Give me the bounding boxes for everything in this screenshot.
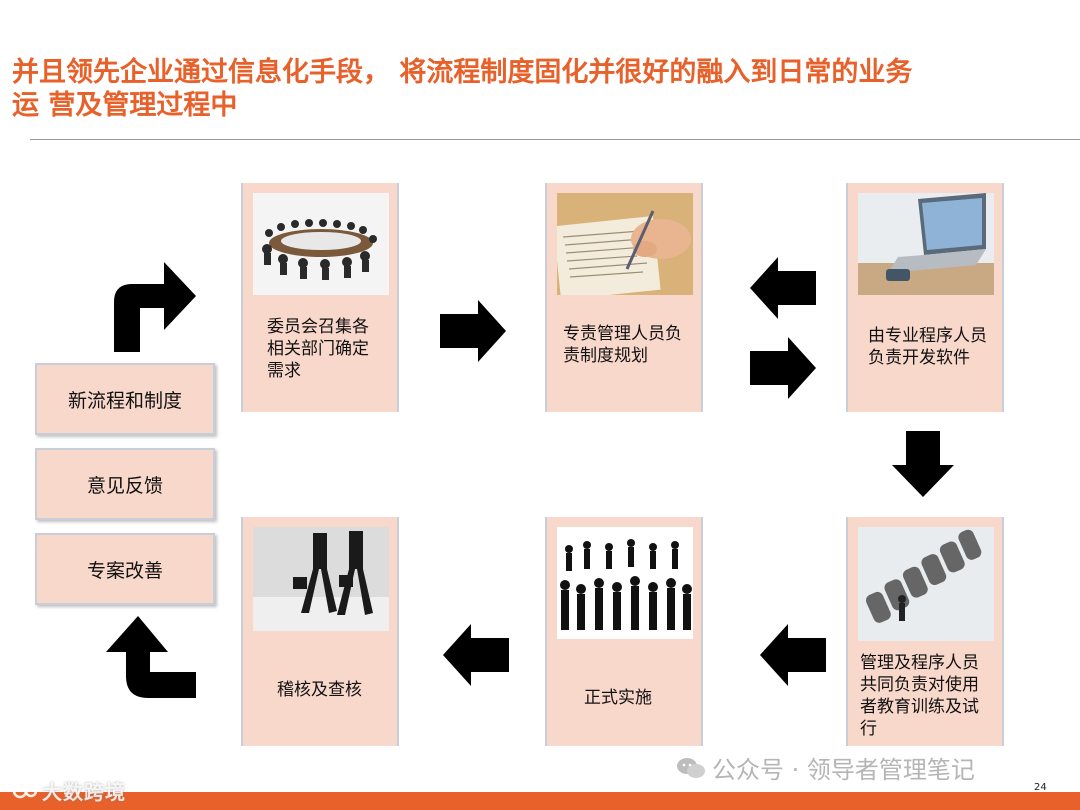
watermark-text: 公众号 · 领导者管理笔记 (712, 750, 975, 785)
step-card-audit: 稽核及查核 (241, 517, 399, 746)
step-card-committee: 委员会召集各 相关部门确定 需求 (241, 183, 399, 412)
brand-logo: 大数跨境 (12, 776, 126, 805)
wechat-watermark: 公众号 · 领导者管理笔记 (676, 750, 975, 785)
arrow-right-icon (440, 300, 506, 362)
step-card-planning: 专责管理人员负 责制度规划 (545, 183, 703, 412)
laptop-computer-photo (858, 193, 994, 295)
arrow-down-icon (892, 431, 954, 497)
arrow-left-icon (443, 624, 509, 686)
businessmen-walking-photo (253, 527, 389, 631)
arrow-curved-up-left-icon (104, 612, 196, 700)
step-label-planning: 专责管理人员负 责制度规划 (563, 323, 682, 367)
side-box-new-process: 新流程和制度 (35, 363, 215, 435)
title-line-1: 并且领先企业通过信息化手段， 将流程制度固化并很好的融入到日常的业务 (12, 56, 1052, 89)
title-divider (30, 139, 1080, 140)
brand-logo-text: 大数跨境 (42, 776, 126, 805)
brand-logo-icon (12, 781, 38, 801)
hand-writing-on-document-photo (557, 193, 693, 295)
side-box-improvement: 专案改善 (35, 533, 215, 605)
arrow-right-icon (750, 337, 816, 399)
title-line-2: 运 营及管理过程中 (12, 89, 1052, 122)
step-card-development: 由专业程序人员 负责开发软件 (846, 183, 1004, 412)
arrow-left-icon (750, 257, 816, 319)
step-card-training: 管理及程序人员 共同负责对使用 者教育训练及试 行 (846, 517, 1004, 746)
step-label-implementation: 正式实施 (584, 687, 652, 709)
arrow-curved-up-right-icon (112, 258, 198, 352)
people-silhouettes-photo (557, 527, 693, 639)
round-table-meeting-photo (253, 193, 389, 295)
side-box-feedback: 意见反馈 (35, 448, 215, 520)
step-card-implementation: 正式实施 (545, 517, 703, 746)
step-label-committee: 委员会召集各 相关部门确定 需求 (267, 316, 369, 382)
footer-bar (0, 792, 1080, 810)
wechat-icon (676, 756, 706, 780)
page-number: 24 (1034, 782, 1047, 793)
step-label-training: 管理及程序人员 共同负责对使用 者教育训练及试 行 (860, 652, 979, 740)
step-label-audit: 稽核及查核 (277, 679, 362, 701)
slide-title: 并且领先企业通过信息化手段， 将流程制度固化并很好的融入到日常的业务 运 营及管… (12, 56, 1052, 122)
step-label-development: 由专业程序人员 负责开发软件 (868, 325, 987, 369)
arrow-left-icon (760, 624, 826, 686)
success-3d-text-photo (858, 527, 994, 641)
